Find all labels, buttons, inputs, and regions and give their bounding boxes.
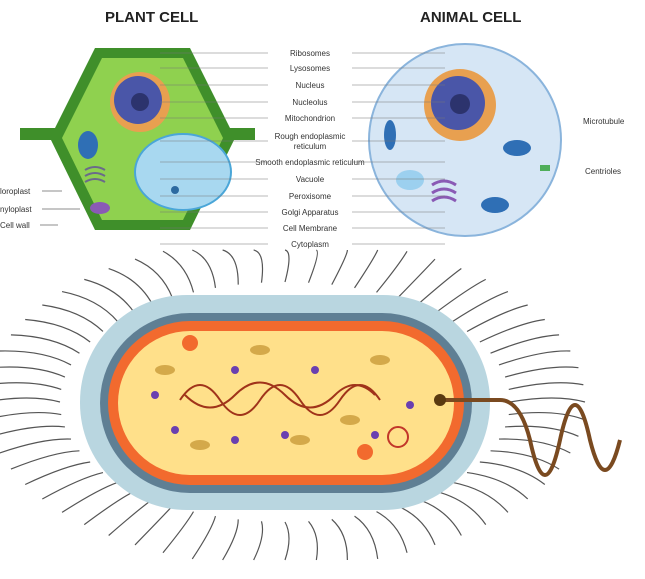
pilus (331, 518, 348, 561)
label-golgi: Golgi Apparatus (282, 208, 339, 217)
plant-cell-title: PLANT CELL (105, 9, 198, 26)
pilus (253, 521, 264, 561)
pilus (416, 268, 462, 306)
pilus (222, 249, 239, 285)
pilus (162, 511, 195, 554)
label-amyloplast: nyloplast (0, 205, 32, 214)
pilus (222, 519, 239, 561)
pilus (508, 382, 584, 391)
label-cell-wall: Cell wall (0, 221, 30, 230)
pilus (253, 249, 264, 283)
label-cytoplasm: Cytoplasm (291, 240, 329, 249)
pilus (0, 397, 61, 403)
pilus (108, 267, 154, 306)
pilus (10, 450, 80, 470)
pilus (435, 278, 487, 314)
center-labels: Ribosomes Lysosomes Nucleus Nucleolus Mi… (255, 49, 365, 249)
label-rough-er: Rough endoplasmic (275, 132, 346, 141)
pilus (308, 520, 318, 561)
label-ribosomes: Ribosomes (290, 49, 330, 58)
animal-cell-title: ANIMAL CELL (420, 9, 521, 26)
pilus (498, 438, 571, 454)
animal-cell (368, 43, 562, 237)
pilus (331, 249, 348, 285)
label-nucleolus: Nucleolus (292, 98, 327, 107)
pilus (134, 505, 173, 546)
pilus (134, 258, 174, 299)
pilus (490, 334, 560, 354)
label-rough-er-2: reticulum (294, 142, 327, 151)
pilus (509, 397, 586, 403)
pilus (307, 249, 318, 283)
label-mitochondrion: Mitochondrion (285, 114, 335, 123)
pilus (466, 471, 529, 500)
pilus (504, 366, 579, 378)
pilus (376, 511, 408, 553)
pilus (0, 411, 62, 418)
pilus (354, 249, 379, 289)
pilus (479, 318, 545, 343)
pilus (192, 249, 217, 288)
pilus (284, 521, 290, 561)
pilus (498, 350, 571, 366)
pilus (354, 515, 379, 559)
label-centrioles: Centrioles (585, 167, 621, 176)
label-vacuole: Vacuole (296, 175, 325, 184)
pilus (466, 304, 528, 332)
label-nucleus: Nucleus (296, 81, 325, 90)
pilus (451, 291, 509, 323)
pilus (505, 425, 579, 437)
pilus (84, 278, 135, 314)
pilus (191, 515, 217, 560)
label-cell-membrane: Cell Membrane (283, 224, 338, 233)
label-peroxisome: Peroxisome (289, 192, 332, 201)
pilus (25, 318, 91, 343)
bacterium (0, 249, 622, 561)
label-chloroplast: loroplast (0, 187, 31, 196)
pilus (397, 258, 436, 299)
pilus (61, 481, 118, 513)
pilus (397, 505, 436, 546)
pilus (0, 438, 72, 454)
pilus (42, 304, 104, 332)
pilus (0, 425, 65, 435)
label-microtubule: Microtubule (583, 117, 625, 126)
label-lysosomes: Lysosomes (290, 64, 330, 73)
plant-cell (20, 48, 255, 230)
pilus (417, 498, 462, 536)
pilus (284, 249, 290, 283)
pilus (435, 490, 487, 525)
pilus (61, 291, 119, 323)
label-smooth-er: Smooth endoplasmic reticulum (255, 158, 365, 167)
pilus (0, 350, 72, 366)
pilus (479, 461, 546, 485)
pilus (42, 471, 104, 500)
pilus (508, 411, 584, 420)
pilus (0, 366, 66, 378)
pilus (490, 450, 560, 470)
pilus (10, 334, 80, 354)
pilus (108, 498, 154, 536)
pilus (452, 481, 509, 513)
pilus (0, 382, 62, 391)
pilus (376, 250, 408, 293)
pilus (24, 461, 91, 486)
pilus (162, 250, 195, 293)
